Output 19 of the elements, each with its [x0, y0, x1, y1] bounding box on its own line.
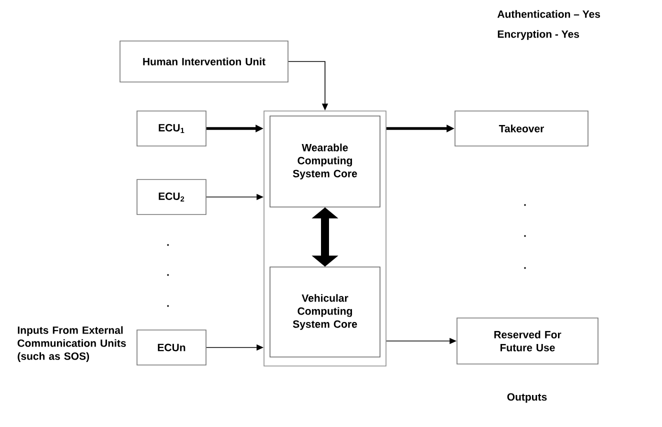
ecu-box: ECUn [136, 330, 206, 366]
dot: . [167, 305, 169, 307]
dot: . [524, 235, 526, 237]
unit-box: Human Intervention Unit [120, 40, 288, 82]
dot: . [167, 244, 169, 246]
ecu-box: ECU$_{1}$ [136, 110, 206, 146]
note-text: Inputs From External Communication Units (such as SOS) [18, 326, 126, 362]
note-text: Encryption - Yes [498, 30, 580, 40]
note-text: Outputs [507, 393, 547, 403]
dot: . [524, 267, 526, 269]
output-box: Takeover [454, 110, 588, 146]
system-frame [264, 110, 386, 366]
dot: . [167, 274, 169, 276]
dot: . [524, 204, 526, 206]
note-text: Authentication – Yes [497, 10, 600, 18]
core-box: Wearable Computing System Core [270, 116, 380, 208]
ecu-box: ECU$_{2}$ [136, 179, 206, 215]
core-box: Vehicular Computing System Core [270, 266, 380, 358]
output-box: Reserved For Future Use [456, 318, 598, 364]
